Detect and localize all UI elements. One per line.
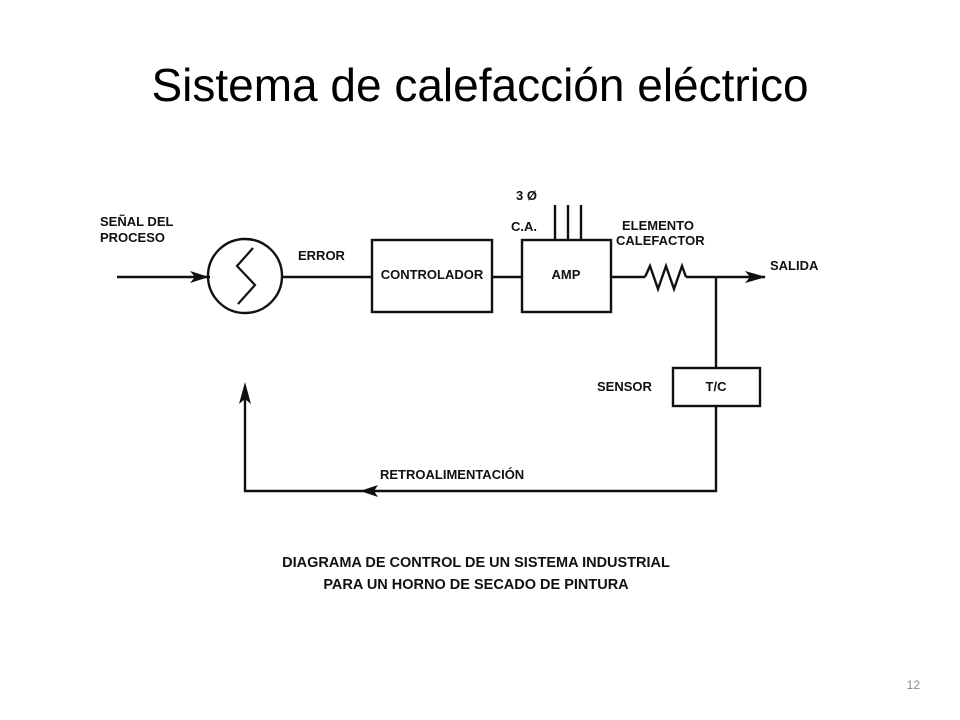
diagram-caption-line1: DIAGRAMA DE CONTROL DE UN SISTEMA INDUST…	[282, 555, 670, 571]
amp-label: AMP	[552, 267, 581, 282]
input-label-line2: PROCESO	[100, 230, 165, 245]
heater-label-line1: ELEMENTO	[622, 218, 694, 233]
feedback-direction-arrow-icon	[360, 485, 378, 497]
output-arrow-icon	[745, 271, 766, 283]
feedback-arrow-icon	[239, 382, 251, 404]
page-number: 12	[906, 678, 920, 692]
feedback-line	[243, 388, 718, 493]
slide-title: Sistema de calefacción eléctrico	[151, 59, 809, 111]
resistor-icon	[643, 262, 688, 293]
three-phase-label: 3 Ø	[516, 188, 537, 203]
diagram-caption-line2: PARA UN HORNO DE SECADO DE PINTURA	[323, 577, 629, 593]
sensor-label: SENSOR	[597, 379, 653, 394]
input-arrow-icon	[190, 271, 209, 283]
feedback-label: RETROALIMENTACIÓN	[380, 467, 524, 482]
error-label: ERROR	[298, 248, 346, 263]
input-label-line1: SEÑAL DEL	[100, 214, 173, 229]
ac-label: C.A.	[511, 219, 537, 234]
tc-label: T/C	[706, 379, 728, 394]
output-label: SALIDA	[770, 258, 819, 273]
sigma-symbol-icon	[235, 247, 257, 305]
heater-label-line2: CALEFACTOR	[616, 233, 705, 248]
controller-label: CONTROLADOR	[381, 267, 484, 282]
